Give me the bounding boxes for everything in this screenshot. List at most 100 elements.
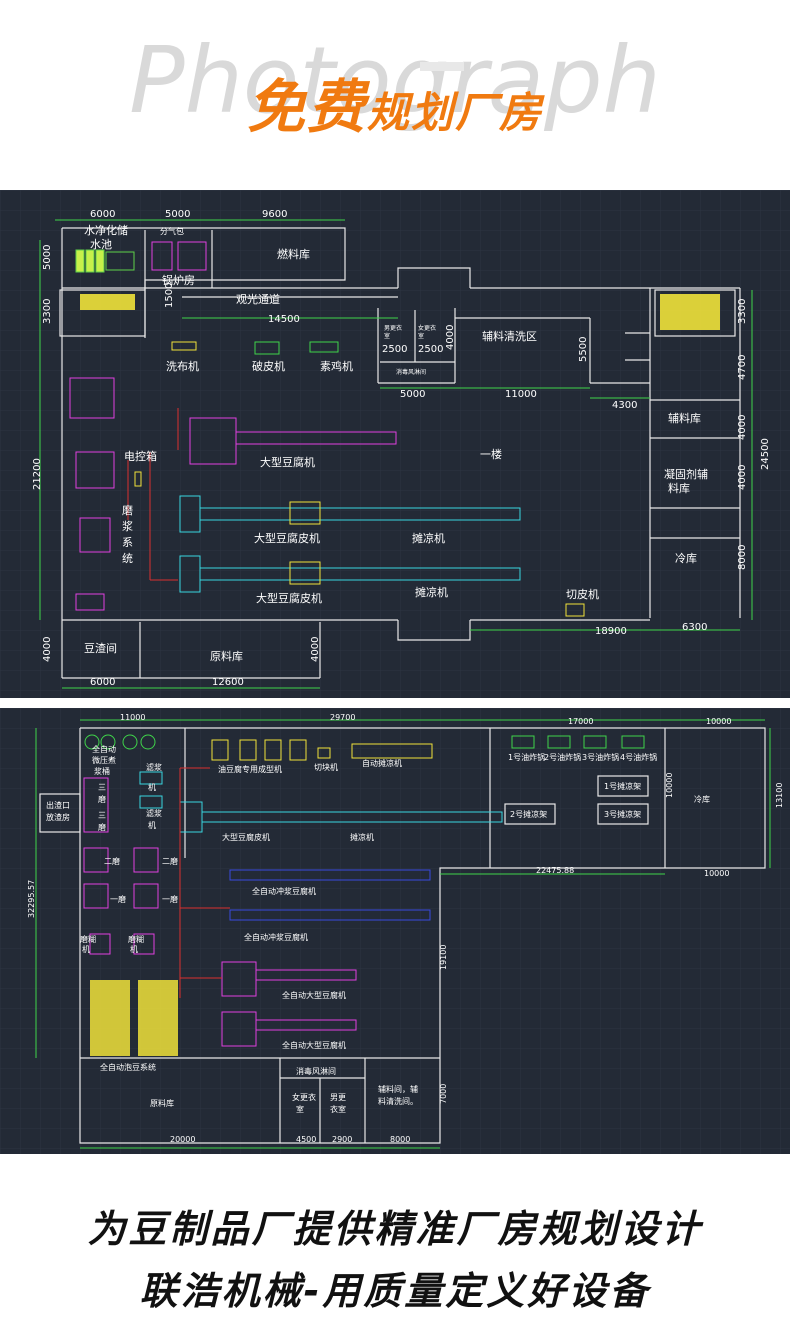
tofu-press (189, 417, 397, 465)
dim-2500-a: 2500 (382, 344, 407, 355)
label2-auto-soak3: 浆桶 (94, 766, 110, 776)
dim2-10000-b: 10000 (704, 869, 729, 878)
label-floor1: 一楼 (480, 447, 502, 461)
label2-big1: 全自动大型豆腐机 (282, 990, 346, 1000)
label-boiler: 锅炉房 (162, 274, 195, 287)
equipment-2 (83, 734, 645, 1056)
label2-female: 女更衣 (292, 1092, 316, 1102)
washer-machine (171, 341, 197, 351)
dim-9600-top: 9600 (262, 209, 287, 220)
dimension-lines-2 (35, 719, 771, 1149)
control-box (134, 471, 142, 487)
title-accent-bar (420, 62, 464, 71)
stairs (80, 294, 720, 330)
label-skin2: 大型豆腐皮机 (256, 591, 322, 605)
header-banner: Photograph 免费规划厂房 (0, 0, 790, 190)
floor-plan-1: 6000 5000 9600 5000 3300 21200 4000 3300… (0, 190, 790, 698)
label-cutter: 切皮机 (566, 587, 599, 601)
label2-male: 男更 (330, 1093, 346, 1102)
dim-4000-r2: 4000 (737, 465, 748, 490)
label-grind: 磨 (122, 504, 133, 517)
label2-grind2a: 二磨 (104, 856, 120, 866)
label2-grind1b: 一磨 (162, 894, 178, 904)
label2-filter1b: 机 (148, 782, 156, 792)
dim2-2900: 2900 (332, 1135, 352, 1144)
dim2-13100: 13100 (775, 783, 784, 808)
chicken-machine (309, 341, 339, 353)
dim-24500: 24500 (760, 438, 771, 470)
label2-slag2: 放渣房 (46, 812, 70, 822)
big-tofu-lines (221, 961, 357, 1047)
dim-4000-r1: 4000 (737, 415, 748, 440)
dim2-4500: 4500 (296, 1135, 316, 1144)
label-gas: 分气包 (160, 226, 184, 236)
label2-rack2: 2号摊凉架 (510, 809, 547, 819)
fried-tofu-line (211, 739, 433, 761)
label2-grind1a: 一磨 (110, 894, 126, 904)
walls (59, 227, 741, 679)
watermark-layer: Photograph (129, 27, 661, 134)
dim2-22475: 22475.88 (536, 866, 574, 875)
footer-slogan: 为豆制品厂提供精准厂房规划设计 联浩机械-用质量定义好设备 (0, 1170, 790, 1340)
dim-4000-left: 4000 (42, 637, 53, 662)
dim2-32295: 32295.57 (27, 880, 36, 918)
label2-aux2: 料清洗间。 (378, 1096, 418, 1106)
label2-coarse2b: 机 (130, 944, 138, 954)
label2-auto-soak: 全自动 (92, 744, 116, 754)
label2-coarse2: 磨糊 (128, 934, 144, 944)
dim-4000-mid: 4000 (445, 325, 456, 350)
label-washer: 洗布机 (166, 359, 199, 373)
dim-5000-mid: 5000 (400, 389, 425, 400)
dim2-10000-top: 10000 (706, 717, 731, 726)
label-skin1: 大型豆腐皮机 (254, 531, 320, 545)
boiler-units (151, 241, 207, 271)
header-title-rest: 规划厂房 (367, 88, 544, 137)
dim-4700: 4700 (737, 355, 748, 380)
dim-5000-top: 5000 (165, 209, 190, 220)
dim2-11000: 11000 (120, 713, 145, 722)
dim2-19100: 19100 (439, 945, 448, 970)
label-grind3: 系 (122, 536, 133, 549)
label2-auto-cool: 自动摊凉机 (362, 758, 402, 768)
dimension-lines (39, 219, 753, 689)
pipes-2 (179, 767, 230, 998)
floor-plan-2-drawing: 11000 29700 17000 10000 10000 13100 2247… (0, 708, 790, 1154)
grinders-2 (83, 777, 159, 955)
room-labels: 水净化储 水池 分气包 锅炉房 燃料库 观光通道 洗布机 破皮机 素鸡机 男更衣… (84, 223, 708, 663)
dim-21200: 21200 (32, 458, 43, 490)
label-changing-f2: 室 (418, 332, 424, 340)
water-tanks (75, 249, 135, 273)
dim2-20000: 20000 (170, 1135, 195, 1144)
label2-coarse1b: 机 (82, 944, 90, 954)
label2-filter2: 滤浆 (146, 808, 162, 818)
dim-1500: 1500 (164, 283, 175, 308)
label-peeler: 破皮机 (252, 359, 285, 373)
label-cool1: 摊凉机 (412, 531, 445, 545)
label2-coarse1: 磨糊 (80, 934, 96, 944)
label-grind4: 统 (122, 552, 133, 565)
dim2-8000: 8000 (390, 1135, 410, 1144)
label-chicken: 素鸡机 (320, 359, 353, 373)
room-labels-2: 全自动 微压煮 浆桶 出渣口 放渣房 三 磨 三 磨 二磨 二磨 一磨 一磨 滤… (46, 744, 710, 1114)
label2-filter2b: 机 (148, 820, 156, 830)
label2-fryer3: 3号油炸锅 (582, 752, 619, 762)
label2-grind3a: 三 (98, 783, 106, 792)
dim-18900: 18900 (595, 626, 627, 637)
label2-auto-soak2: 微压煮 (92, 755, 116, 765)
label2-pour1: 全自动冲浆豆腐机 (252, 886, 316, 896)
label2-filter1: 滤浆 (146, 762, 162, 772)
header-title-bold: 免费 (246, 73, 367, 141)
label-changing-f: 女更衣 (418, 324, 436, 332)
floor-plan-2: 11000 29700 17000 10000 10000 13100 2247… (0, 708, 790, 1154)
skin-line-1 (179, 495, 521, 533)
fryers (511, 735, 645, 749)
filters-2 (139, 771, 163, 809)
label2-airlock: 消毒风淋间 (296, 1066, 336, 1076)
label2-male2: 衣室 (330, 1104, 346, 1114)
dim-3300-left: 3300 (42, 299, 53, 324)
label-cold: 冷库 (675, 552, 697, 565)
dim2-7000: 7000 (439, 1084, 448, 1104)
label2-cold: 冷库 (694, 794, 710, 804)
label2-grind3c: 三 (98, 811, 106, 820)
label-corridor: 观光通道 (236, 292, 280, 306)
